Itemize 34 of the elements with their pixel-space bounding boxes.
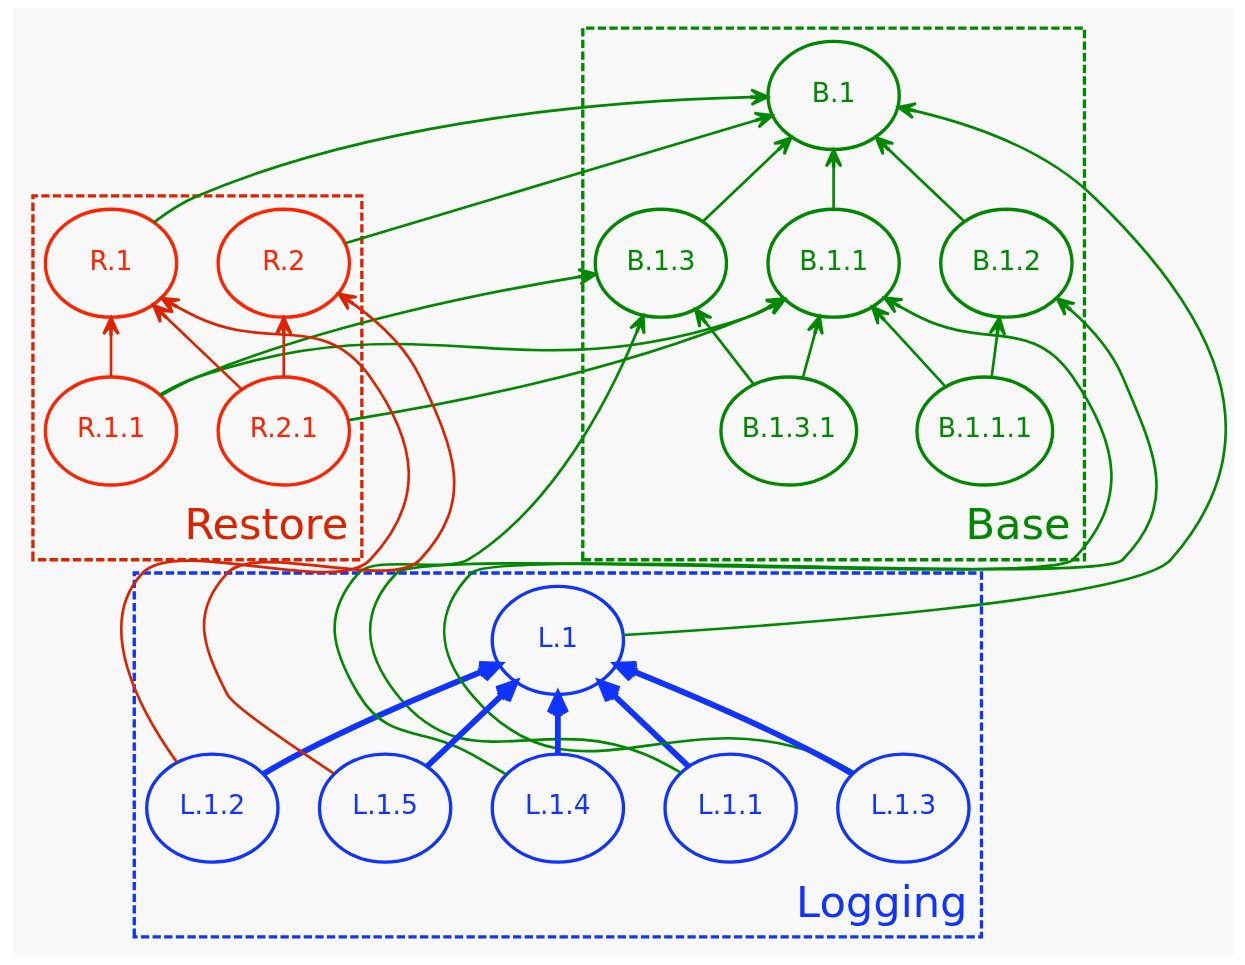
arrow xyxy=(332,314,645,776)
arrow xyxy=(274,316,293,377)
arrow xyxy=(693,307,755,386)
arrow xyxy=(701,136,793,223)
arrow xyxy=(801,314,824,379)
arrow xyxy=(152,88,769,224)
arrow xyxy=(159,268,597,397)
node-ellipse: L.1 xyxy=(490,584,625,696)
arrow xyxy=(202,292,455,775)
node-ellipse: L.1.4 xyxy=(490,752,625,864)
node-ellipse: L.1.5 xyxy=(317,752,452,864)
arrow xyxy=(613,660,854,777)
node-ellipse: R.2 xyxy=(216,207,351,319)
node-ellipse: B.1.1.1 xyxy=(914,375,1054,487)
node-ellipse: L.1.3 xyxy=(835,752,971,864)
node-ellipse: B.1.3 xyxy=(593,207,728,319)
arrow xyxy=(344,111,774,245)
arrow xyxy=(988,316,1006,378)
arrow xyxy=(151,303,242,391)
arrow xyxy=(870,305,946,388)
node-ellipse: B.1.3.1 xyxy=(718,375,858,487)
arrow xyxy=(101,316,120,377)
arrow xyxy=(596,679,690,769)
arrow xyxy=(622,102,1227,637)
node-ellipse: R.1 xyxy=(43,207,178,319)
arrow xyxy=(424,679,518,769)
node-ellipse: L.1.2 xyxy=(144,752,280,864)
arrow xyxy=(824,148,842,210)
arrow xyxy=(119,296,410,764)
node-ellipse: R.2.1 xyxy=(216,375,351,487)
arrow xyxy=(874,136,965,223)
node-ellipse: L.1.1 xyxy=(662,752,798,864)
node-ellipse: B.1 xyxy=(765,39,901,152)
node-ellipse: R.1.1 xyxy=(43,375,178,487)
